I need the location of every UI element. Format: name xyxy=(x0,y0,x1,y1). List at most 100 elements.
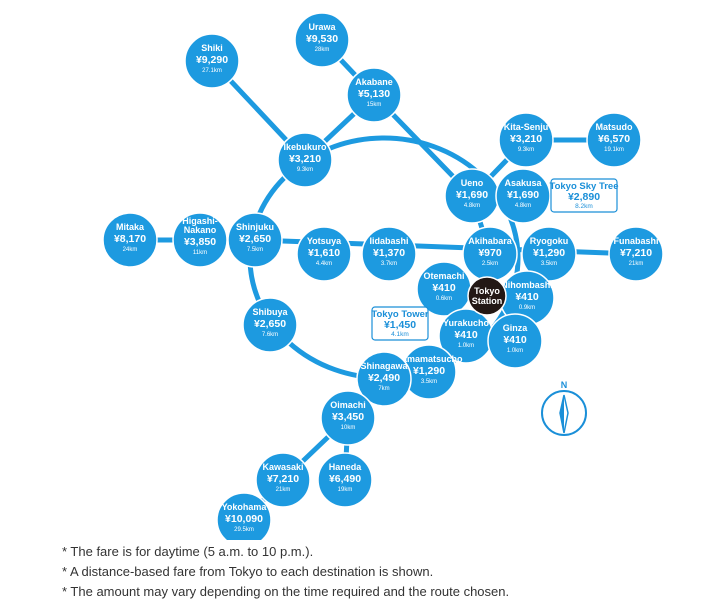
station-fare: ¥7,210 xyxy=(267,473,299,485)
station-distance: 2.5km xyxy=(482,261,498,267)
box-fare: ¥1,450 xyxy=(384,319,416,331)
station-fare: ¥970 xyxy=(478,247,502,259)
station-fare: ¥9,290 xyxy=(196,54,228,66)
fare-notes: * The fare is for daytime (5 a.m. to 10 … xyxy=(62,542,509,602)
station-name: Haneda xyxy=(329,462,363,472)
station-distance: 19.1km xyxy=(604,147,624,153)
station-name: Kawasaki xyxy=(262,462,303,472)
station-fare: ¥1,290 xyxy=(533,247,565,259)
station-distance: 3.7km xyxy=(381,261,397,267)
station-circle xyxy=(216,492,272,540)
station-name: Nakano xyxy=(184,225,217,235)
station-name: Shiki xyxy=(201,43,223,53)
station-name: Higashi- xyxy=(182,216,218,226)
station-name: Yotsuya xyxy=(307,236,342,246)
station-distance: 9.3km xyxy=(297,167,313,173)
station-shiki: Shiki¥9,290 27.1km xyxy=(184,33,240,89)
station-fare: ¥5,130 xyxy=(358,88,390,100)
note-distance-based: * A distance-based fare from Tokyo to ea… xyxy=(62,564,434,579)
station-distance: 7.6km xyxy=(262,332,278,338)
station-name: Asakusa xyxy=(504,178,542,188)
station-distance: 3.5km xyxy=(541,261,557,267)
station-distance: 29.5km xyxy=(234,527,254,533)
station-name: Urawa xyxy=(308,22,336,32)
station-distance: 4.4km xyxy=(316,261,332,267)
station-distance: 9.3km xyxy=(518,147,534,153)
station-fare: ¥1,610 xyxy=(308,247,340,259)
box-name: Tokyo Sky Tree xyxy=(550,181,619,192)
station-name: Oimachi xyxy=(330,400,366,410)
station-circle xyxy=(608,226,664,282)
note-may-vary: * The amount may vary depending on the t… xyxy=(62,584,510,599)
station-haneda: Haneda¥6,490 19km xyxy=(317,452,373,508)
station-fare: ¥1,690 xyxy=(507,189,539,201)
station-distance: 24km xyxy=(123,247,138,253)
station-fare: ¥2,650 xyxy=(254,318,286,330)
station-distance: 21km xyxy=(276,487,291,493)
station-distance: 0.9km xyxy=(519,305,535,311)
station-name: Akihabara xyxy=(468,236,513,246)
station-circle xyxy=(317,452,373,508)
station-fare: ¥410 xyxy=(454,329,478,341)
station-name: Otemachi xyxy=(423,271,464,281)
station-name: Ueno xyxy=(461,178,484,188)
station-circle xyxy=(296,226,352,282)
station-fare: ¥8,170 xyxy=(114,233,146,245)
station-name: Kita-Senju xyxy=(504,122,549,132)
station-distance: 4.8km xyxy=(464,203,480,209)
station-name: Shibuya xyxy=(252,307,288,317)
station-name: Hamamatsucho xyxy=(395,354,463,364)
note-daytime: * The fare is for daytime (5 a.m. to 10 … xyxy=(62,544,314,559)
station-fare: ¥6,490 xyxy=(329,473,361,485)
station-distance: 1.0km xyxy=(507,348,523,354)
station-name: Ikebukuro xyxy=(283,142,327,152)
station-name: Mitaka xyxy=(116,222,145,232)
station-distance: 19km xyxy=(338,487,353,493)
station-name: Iidabashi xyxy=(369,236,408,246)
station-name: Shinjuku xyxy=(236,222,274,232)
station-distance: 27.1km xyxy=(202,68,222,74)
station-fare: ¥6,570 xyxy=(598,133,630,145)
station-name: Nihombashi xyxy=(501,280,553,290)
station-distance: 11km xyxy=(193,250,207,256)
station-distance: 7.5km xyxy=(247,247,263,253)
station-shibuya: Shibuya¥2,650 7.6km xyxy=(242,297,298,353)
station-circle xyxy=(255,452,311,508)
station-name: Ryogoku xyxy=(530,236,569,246)
station-fare: ¥410 xyxy=(432,282,456,294)
station-kawasaki: Kawasaki¥7,210 21km xyxy=(255,452,311,508)
station-circle xyxy=(346,67,402,123)
box-distance: 4.1km xyxy=(391,331,409,338)
station-circle xyxy=(227,212,283,268)
station-circle xyxy=(361,226,417,282)
station-yotsuya: Yotsuya¥1,610 4.4km xyxy=(296,226,352,282)
station-fare: ¥2,650 xyxy=(239,233,271,245)
north-compass-icon: N xyxy=(541,380,587,436)
station-distance: 28km xyxy=(315,47,330,53)
station-fare: ¥3,450 xyxy=(332,411,364,423)
station-fare: ¥3,210 xyxy=(289,153,321,165)
box-name: Tokyo Tower xyxy=(371,309,428,320)
box-fare: ¥2,890 xyxy=(568,191,600,203)
station-name: Ginza xyxy=(503,323,528,333)
station-akihabara: Akihabara¥970 2.5km xyxy=(462,226,518,282)
box-distance: 8.2km xyxy=(575,203,593,210)
station-circle xyxy=(294,12,350,68)
station-circle xyxy=(521,226,577,282)
station-fare: ¥7,210 xyxy=(620,247,652,259)
